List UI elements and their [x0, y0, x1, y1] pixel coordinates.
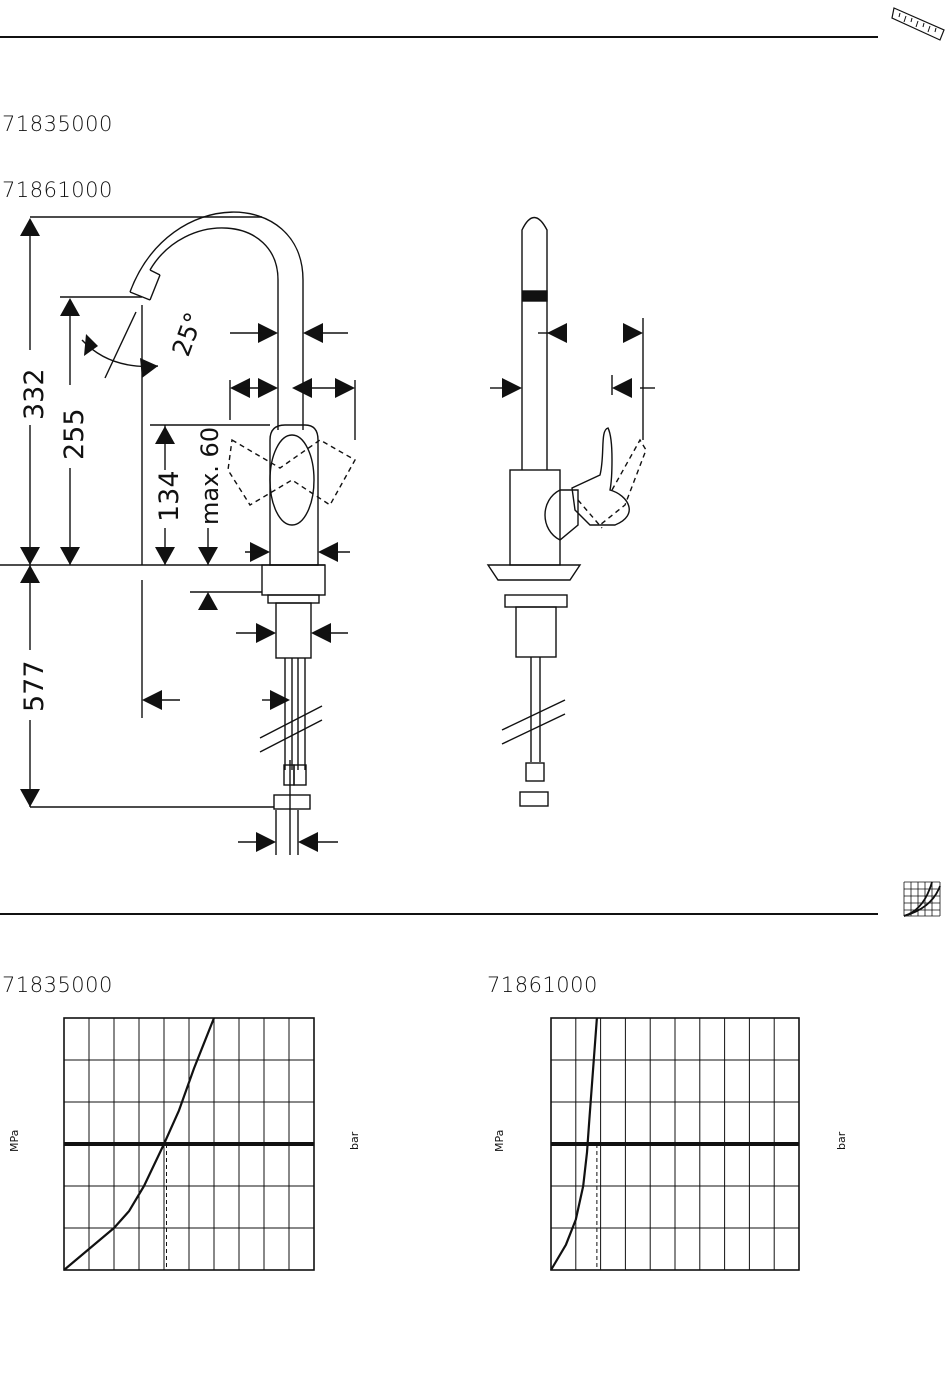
chart-2: [551, 1018, 799, 1270]
chart-1: [64, 1018, 314, 1270]
chart-2-right-unit: bar: [835, 1131, 848, 1150]
chart-1-right-unit: bar: [348, 1131, 361, 1150]
dim-25deg: 25°: [166, 308, 208, 360]
dim-max60: max. 60: [196, 427, 224, 525]
middle-rule: [0, 913, 878, 915]
chart-1-left-unit: MPa: [8, 1130, 21, 1152]
faucet-dimension-drawing: 332 255 134 max. 60 577 25°: [0, 0, 950, 880]
dim-332: 332: [19, 368, 50, 420]
flow-charts: MPa bar MPa bar: [0, 1000, 950, 1340]
chart-title-1: 71835000: [2, 973, 113, 997]
dim-134: 134: [154, 470, 185, 522]
faucet-side-view: [488, 218, 646, 807]
chart-2-left-unit: MPa: [493, 1130, 506, 1152]
dim-577: 577: [19, 660, 50, 712]
dim-255: 255: [59, 408, 90, 460]
chart-title-2: 71861000: [487, 973, 598, 997]
